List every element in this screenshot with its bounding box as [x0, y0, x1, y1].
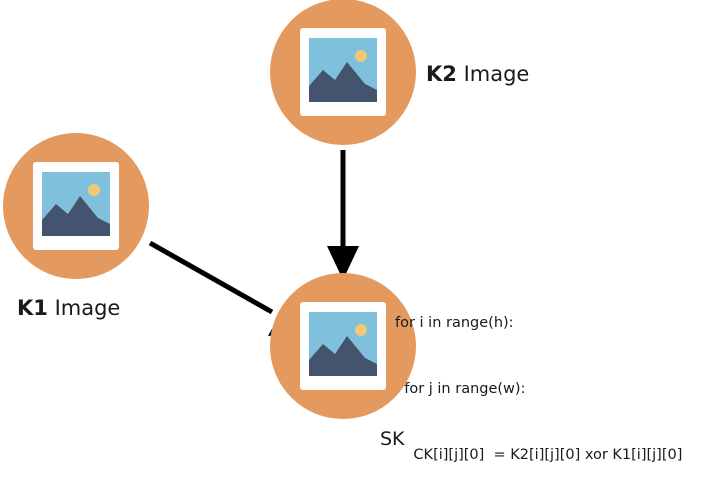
arrowhead	[327, 246, 359, 280]
edge-k2-to-sk	[327, 150, 359, 280]
k1-node-label: K1 Image	[17, 296, 121, 320]
code-line: for i in range(h):	[395, 315, 514, 331]
diagram-canvas	[3, 0, 416, 419]
code-line: for j in range(w):	[395, 381, 526, 397]
code-line: CK[i][j][0] = K2[i][j][0] xor K1[i][j][0…	[395, 447, 683, 463]
k1-image-icon	[3, 133, 149, 279]
k2-image-icon	[270, 0, 416, 145]
k2-node-label: K2 Image	[426, 62, 530, 86]
sk-node-label: SK	[380, 428, 405, 450]
xor-pseudocode: for i in range(h): for j in range(w): CK…	[395, 268, 682, 488]
